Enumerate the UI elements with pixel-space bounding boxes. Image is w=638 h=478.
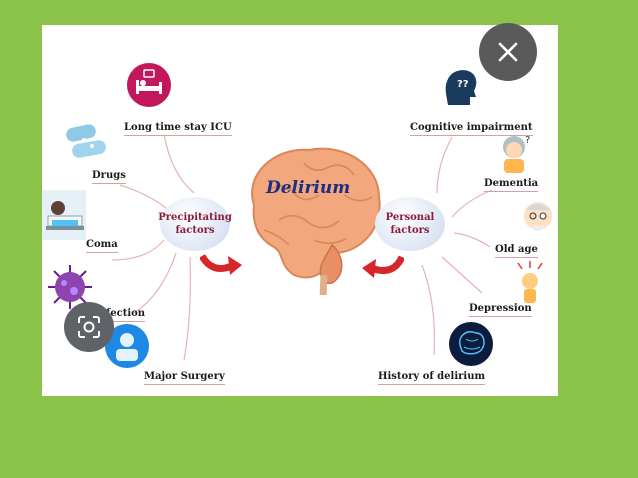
brain-scan-icon xyxy=(449,322,493,366)
left-item-label-icu: Long time stay ICU xyxy=(124,122,232,136)
left-item-label-drugs: Drugs xyxy=(92,170,126,184)
precipitating-factors-node: Precipitating factors xyxy=(158,197,232,251)
personal-factors-node: Personal factors xyxy=(375,197,445,251)
right-item-label-depression: Depression xyxy=(469,303,532,317)
close-button[interactable] xyxy=(479,23,537,81)
virus-icon xyxy=(48,265,92,309)
right-item-label-history: History of delirium xyxy=(378,371,485,385)
arrow-right-icon xyxy=(362,255,404,278)
surgery-icon xyxy=(105,324,149,368)
personal-factors-label: Personal factors xyxy=(385,212,435,236)
hospital-bed-icon xyxy=(42,190,86,240)
center-title: Delirium xyxy=(266,178,351,198)
pills-icon xyxy=(66,124,106,158)
depression-icon xyxy=(517,261,543,303)
lens-search-button[interactable] xyxy=(64,302,114,352)
old-man-icon xyxy=(524,202,552,231)
right-item-label-old-age: Old age xyxy=(495,244,538,258)
left-item-label-coma: Coma xyxy=(86,239,118,253)
icu-bed-icon xyxy=(127,63,171,107)
elderly-woman-icon: ? xyxy=(503,135,530,173)
svg-text:?: ? xyxy=(525,135,530,146)
svg-text:??: ?? xyxy=(457,79,469,90)
left-item-label-infection: Infection xyxy=(94,308,145,322)
right-item-label-cognitive: Cognitive impairment xyxy=(410,122,533,136)
arrow-left-icon xyxy=(200,254,242,275)
precipitating-factors-label: Precipitating factors xyxy=(158,212,232,236)
head-question-icon: ?? xyxy=(445,70,477,105)
right-item-label-dementia: Dementia xyxy=(484,178,538,192)
lens-icon xyxy=(78,316,100,338)
left-item-label-surgery: Major Surgery xyxy=(144,371,225,385)
brain-icon xyxy=(251,147,381,295)
close-icon xyxy=(498,42,518,62)
diagram-card: Delirium Precipitating factors Personal … xyxy=(42,25,558,396)
